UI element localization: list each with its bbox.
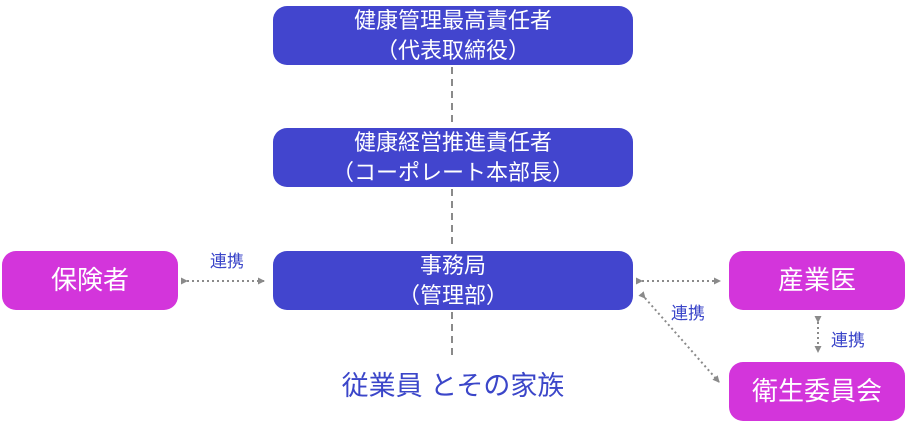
box-chief-line2: （代表取締役） [375,37,530,63]
box-promoter-line2: （コーポレート本部長） [331,159,574,185]
box-health-committee: 衛生委員会 [729,362,905,421]
box-chief-health-officer: 健康管理最高責任者 （代表取締役） [273,6,633,65]
box-health-promotion-officer: 健康経営推進責任者 （コーポレート本部長） [273,128,633,187]
box-office-line1: 事務局 [419,253,486,279]
link-label-insurer-office: 連携 [210,252,244,271]
link-label-office-committee: 連携 [671,304,705,323]
box-physician-label: 産業医 [777,265,856,296]
box-secretariat: 事務局 （管理部） [273,251,633,310]
box-occupational-physician: 産業医 [729,251,905,310]
box-office-line2: （管理部） [397,282,508,308]
employees-families-note: 従業員 とその家族 [341,371,565,401]
box-insurer: 保険者 [2,251,178,310]
box-promoter-line1: 健康経営推進責任者 [353,130,552,156]
box-committee-label: 衛生委員会 [751,376,882,407]
box-chief-line1: 健康管理最高責任者 [353,8,552,34]
box-insurer-label: 保険者 [50,265,129,296]
link-label-physician-committee: 連携 [831,331,865,350]
